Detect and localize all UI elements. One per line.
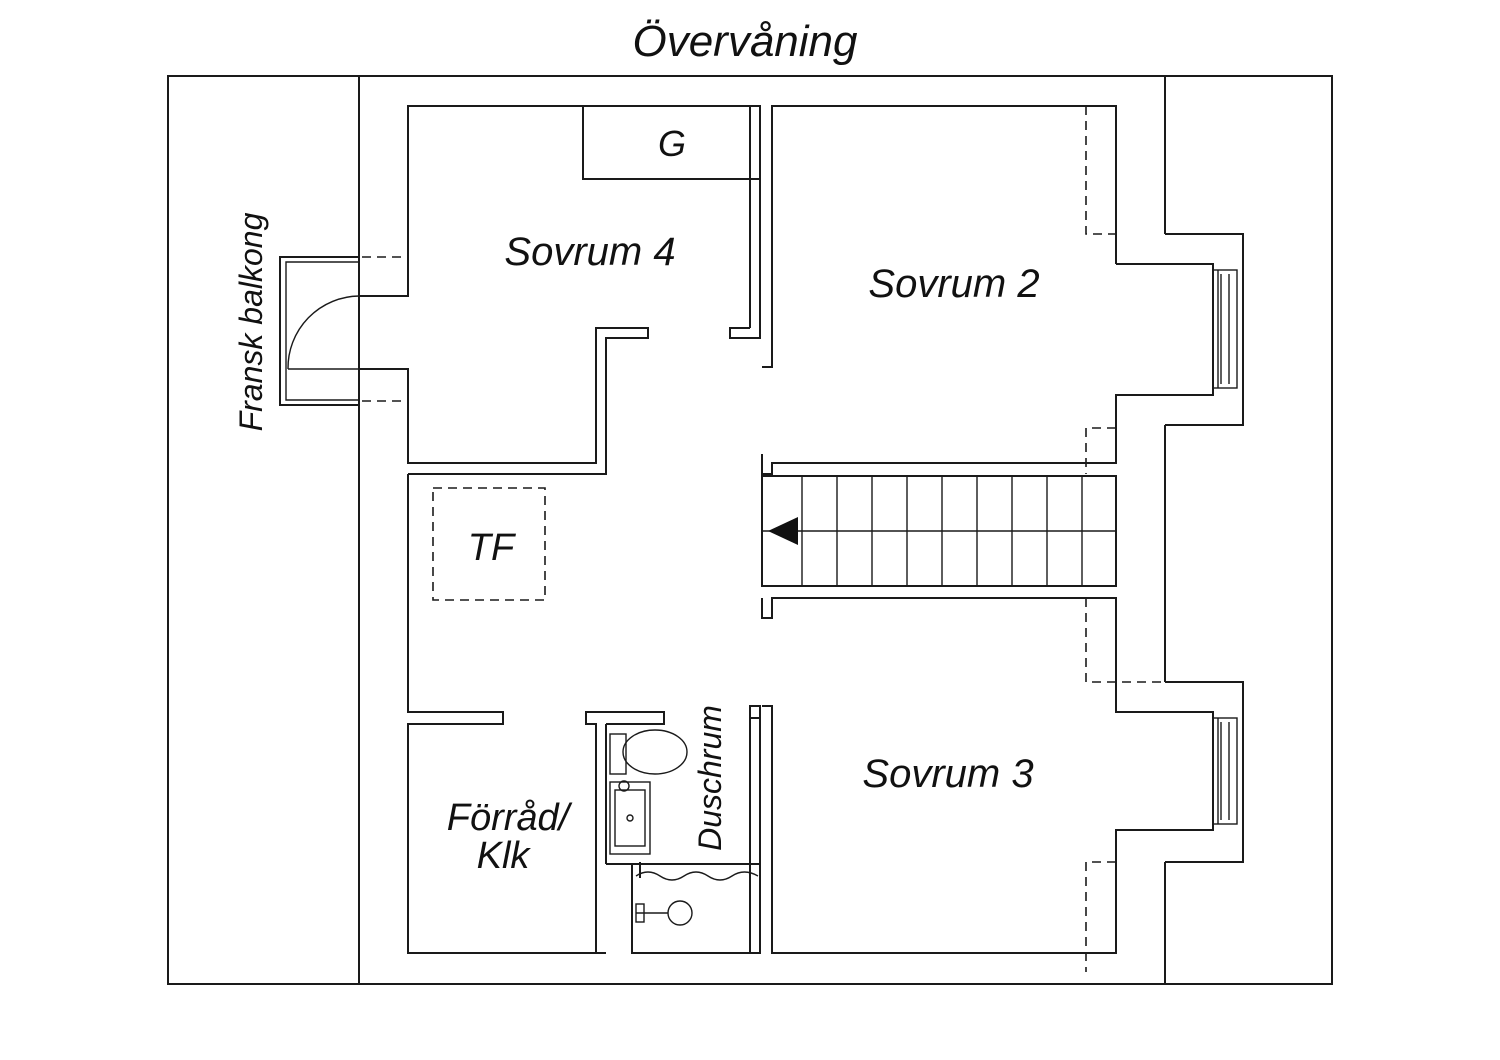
tf-hatch — [432, 487, 546, 601]
kneewall-dashed — [1085, 106, 1116, 235]
wardrobe — [582, 105, 761, 180]
room-label-garderob: G — [658, 123, 686, 164]
staircase — [761, 475, 1117, 587]
sovrum4-walls — [359, 105, 761, 339]
toilet-icon — [609, 729, 688, 775]
window-icon — [1212, 717, 1238, 825]
room-label-klk: Klk — [477, 835, 532, 877]
room-label-forrad: Förråd/ — [447, 797, 573, 839]
hall-walls — [407, 474, 665, 954]
shower-icon — [635, 862, 759, 926]
stair-direction-arrow-icon — [768, 517, 798, 545]
french-balcony — [279, 256, 360, 406]
floor-title: Övervåning — [632, 17, 858, 66]
sovrum3-walls — [761, 597, 1214, 954]
window-icon — [1212, 269, 1238, 389]
label-fransk-balkong: Fransk balkong — [233, 212, 269, 431]
dormer-top — [762, 105, 1117, 368]
sink-icon — [609, 780, 651, 855]
room-label-sovrum2: Sovrum 2 — [868, 262, 1039, 306]
duschrum-walls — [595, 724, 606, 954]
room-label-sovrum4: Sovrum 4 — [504, 230, 675, 274]
building-outline — [167, 75, 1333, 985]
room-label-sovrum3: Sovrum 3 — [862, 752, 1033, 796]
door-swing-icon — [287, 295, 360, 370]
room-label-tf: TF — [468, 527, 516, 569]
room-label-duschrum: Duschrum — [692, 705, 728, 851]
